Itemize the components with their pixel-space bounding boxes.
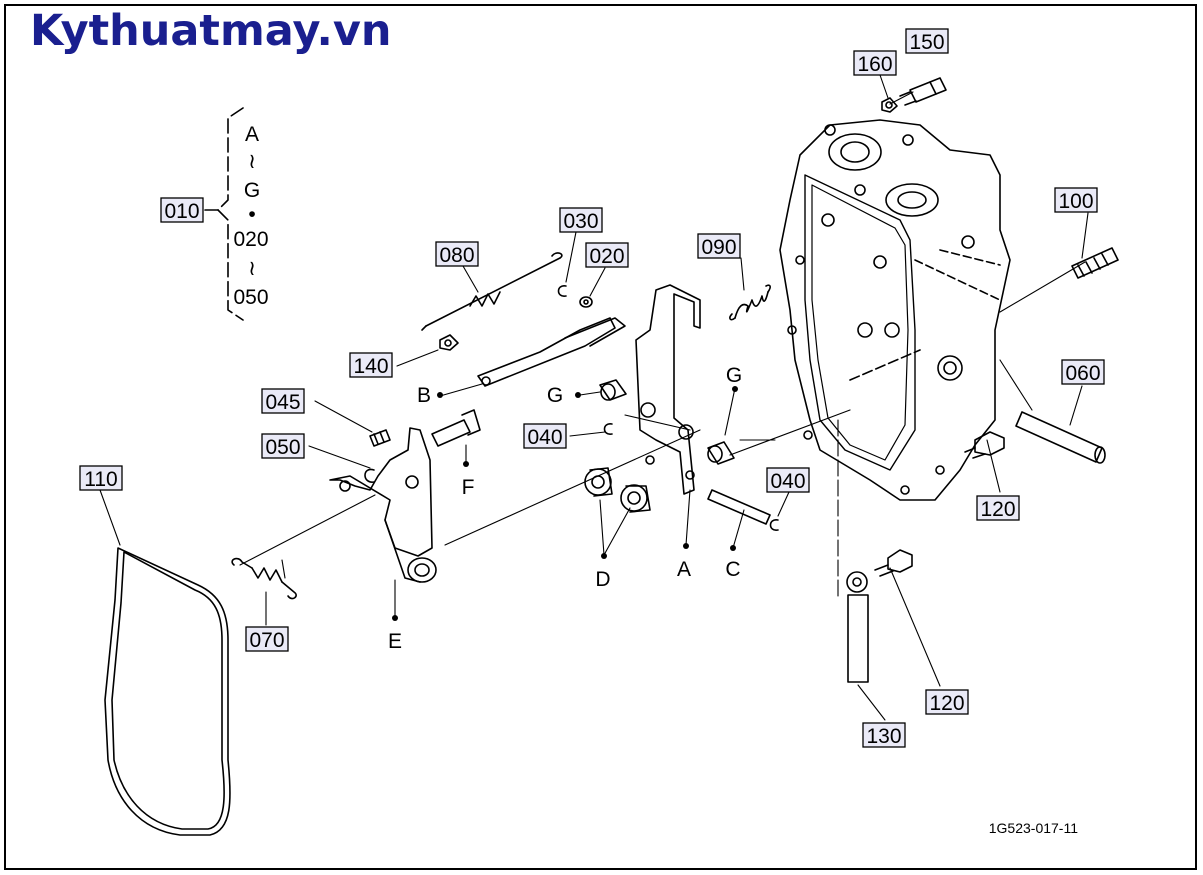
callout-f: F [462,461,475,499]
group-item-tilde-2: ≀ [248,257,256,280]
spring-090 [729,284,771,321]
clip-050 [364,468,375,483]
svg-text:060: 060 [1065,362,1100,385]
svg-text:140: 140 [353,355,388,378]
group-item-g: G [244,179,260,202]
spring-080 [421,252,563,331]
svg-text:040: 040 [527,426,562,449]
label-045: 045 [261,388,305,414]
label-030: 030 [559,207,603,233]
svg-text:010: 010 [164,200,199,223]
collar-g-2 [707,441,735,465]
label-020: 020 [585,242,629,268]
svg-text:080: 080 [439,244,474,267]
svg-text:020: 020 [589,245,624,268]
label-040-left: 040 [523,423,567,449]
svg-text:C: C [725,558,740,581]
clip-030 [557,285,567,297]
bearing-d-2 [620,484,651,513]
spring-070 [231,557,297,600]
svg-text:045: 045 [265,391,300,414]
gasket-110 [104,547,231,836]
svg-text:040: 040 [770,470,805,493]
label-070: 070 [245,626,289,652]
svg-text:070: 070 [249,629,284,652]
stud-100 [1071,247,1119,279]
lever-e [329,427,437,583]
pin-060 [1015,411,1106,464]
svg-text:B: B [417,384,431,407]
plate-130 [846,571,869,683]
group-item-020: 020 [233,228,268,251]
label-150: 150 [905,28,949,54]
callout-c: C [725,545,741,581]
label-060: 060 [1061,359,1105,385]
lever-b [477,317,626,387]
group-item-dot: • [248,203,255,226]
callout-g-right: G [726,364,742,392]
callout-g-left: G [547,384,581,407]
label-090: 090 [697,233,741,259]
svg-text:A: A [677,558,691,581]
label-120-lower: 120 [925,689,969,715]
label-050: 050 [261,433,305,459]
callout-a: A [677,543,691,581]
svg-text:150: 150 [909,31,944,54]
bolt-120-upper [964,431,1005,459]
shaft-c [707,489,771,525]
label-100: 100 [1054,187,1098,213]
label-010: 010 [160,197,204,223]
svg-text:160: 160 [857,53,892,76]
group-list: A ≀ G • 020 ≀ 050 [233,123,268,309]
callout-b: B [417,384,443,407]
bolt-120-lower [874,549,913,577]
svg-text:G: G [726,364,742,387]
svg-text:D: D [595,568,610,591]
svg-text:E: E [388,630,402,653]
bolt-150 [899,77,947,106]
group-item-050: 050 [233,286,268,309]
clip-040-2 [769,519,779,531]
bearing-d-1 [584,467,613,497]
label-110: 110 [79,465,123,491]
svg-text:130: 130 [866,725,901,748]
svg-text:120: 120 [929,692,964,715]
bolt-f [431,409,481,447]
group-item-a: A [245,123,259,146]
group-item-tilde-1: ≀ [248,150,256,173]
washer-020 [579,296,593,308]
letter-callouts: A B C D E F G G [388,364,742,653]
brand-logo-text: Kythuatmay.vn [30,6,392,56]
diagram-code: 1G523-017-11 [989,820,1078,836]
spring-045 [369,429,391,447]
clip-040-1 [603,423,613,435]
part-number-labels: 150 160 100 060 120 120 130 090 030 020 … [79,28,1105,748]
svg-text:G: G [547,384,563,407]
svg-text:090: 090 [701,236,736,259]
svg-text:100: 100 [1058,190,1093,213]
svg-text:030: 030 [563,210,598,233]
callout-d: D [595,553,611,591]
leader-lines [99,74,1089,721]
svg-text:050: 050 [265,436,300,459]
label-130: 130 [862,722,906,748]
label-160: 160 [853,50,897,76]
group-bracket [204,107,244,321]
label-040-right: 040 [766,467,810,493]
nut-160 [881,97,898,113]
nut-140 [439,334,459,351]
callout-e: E [388,615,402,653]
svg-text:F: F [462,476,475,499]
label-140: 140 [349,352,393,378]
collar-g-1 [599,379,627,401]
bracket-a [635,284,701,495]
svg-text:120: 120 [980,498,1015,521]
svg-text:110: 110 [84,468,117,491]
label-080: 080 [435,241,479,267]
label-120-upper: 120 [976,495,1020,521]
diagram-frame [4,4,1197,870]
